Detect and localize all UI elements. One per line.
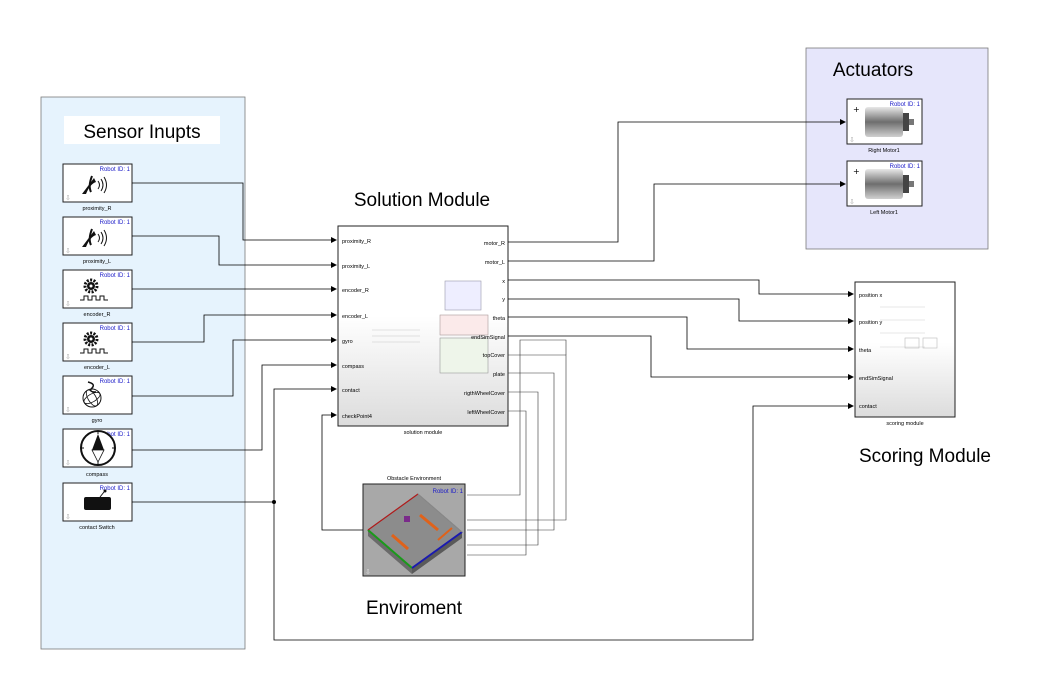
scoring-internal-preview <box>880 306 938 349</box>
scoring-module-block[interactable]: position x position y theta endSimSignal… <box>854 281 956 427</box>
port-arrow-icon: ⇩ <box>849 136 855 144</box>
robot-id-label: Robot ID: 1 <box>100 432 131 438</box>
encoder-gear-icon <box>80 331 108 354</box>
sensor-label: encoder_L <box>84 365 110 371</box>
robot-id-label: Robot ID: 1 <box>100 486 131 492</box>
solution-module-label: solution module <box>404 430 443 436</box>
sensor-block-contact-switch[interactable]: Robot ID: 1 ⇩ contact Switch <box>62 482 133 531</box>
input-port-label: position y <box>859 320 882 326</box>
solution-output-ports: motor_R motor_L x y theta endSimSignal t… <box>464 241 506 416</box>
actuators-area: Actuators <box>805 47 989 250</box>
motor-icon: + <box>853 167 914 199</box>
input-port-label: contact <box>859 404 877 410</box>
input-port-label: contact <box>342 388 360 394</box>
robot-id-label: Robot ID: 1 <box>100 220 131 226</box>
solution-internal-preview <box>372 280 489 374</box>
sensor-block-compass[interactable]: Robot ID: 1 ⇩ compass <box>62 428 133 478</box>
robot-id-label: Robot ID: 1 <box>100 379 131 385</box>
input-port-label: theta <box>859 348 872 354</box>
output-port-label: motor_R <box>484 241 505 247</box>
input-port-label: position x <box>859 293 882 299</box>
output-port-label: theta <box>493 316 506 322</box>
solution-module-block[interactable]: proximity_R proximity_L encoder_R encode… <box>337 225 509 436</box>
svg-text:+: + <box>853 105 860 114</box>
sensor-label: proximity_R <box>82 206 111 212</box>
sensor-area-title: Sensor Inupts <box>83 122 200 143</box>
port-arrow-icon: ⇩ <box>65 247 71 255</box>
signal-wires <box>132 119 854 641</box>
output-port-label: plate <box>493 372 505 378</box>
input-port-label: encoder_L <box>342 314 368 320</box>
output-port-label: x <box>502 279 505 285</box>
output-port-label: topCover <box>483 353 505 359</box>
encoder-gear-icon <box>80 278 108 301</box>
port-arrow-icon: ⇩ <box>65 353 71 361</box>
sensor-label: contact Switch <box>79 525 114 531</box>
proximity-sensor-icon <box>82 228 107 247</box>
sensor-block-proximity-r[interactable]: Robot ID: 1 ⇩ proximity_R <box>62 163 133 212</box>
port-arrow-icon: ⇩ <box>65 300 71 308</box>
robot-id-label: Robot ID: 1 <box>100 167 131 173</box>
input-port-label: proximity_R <box>342 239 371 245</box>
robot-id-label: Robot ID: 1 <box>100 273 131 279</box>
compass-icon <box>80 430 116 466</box>
sensor-label: proximity_L <box>83 259 111 265</box>
sensor-label: gyro <box>92 418 103 424</box>
sensor-block-encoder-l[interactable]: Robot ID: 1 ⇩ encoder_L <box>62 322 133 371</box>
input-port-label: endSimSignal <box>859 376 893 382</box>
motor-block-left[interactable]: Robot ID: 1 + ⇩ Left Motor1 <box>846 160 923 216</box>
port-arrow-icon: ⇩ <box>65 459 71 467</box>
input-port-label: compass <box>342 364 364 370</box>
arena-3d-icon <box>367 493 463 574</box>
input-port-label: proximity_L <box>342 264 370 270</box>
motor-label: Right Motor1 <box>868 148 900 154</box>
output-port-label: rigthWheelCover <box>464 391 505 397</box>
environment-title: Enviroment <box>366 598 463 619</box>
port-arrow-icon: ⇩ <box>65 513 71 521</box>
solution-input-ports: proximity_R proximity_L encoder_R encode… <box>342 239 372 420</box>
output-port-label: motor_L <box>485 260 505 266</box>
output-port-label: leftWheelCover <box>467 410 505 416</box>
sensor-block-gyro[interactable]: Robot ID: 1 ⇩ gyro <box>62 375 133 424</box>
output-port-label: y <box>502 297 505 303</box>
robot-id-label: Robot ID: 1 <box>890 164 921 170</box>
port-arrow-icon: ⇩ <box>849 198 855 206</box>
port-arrow-icon: ⇩ <box>65 194 71 202</box>
robot-id-label: Robot ID: 1 <box>433 489 464 495</box>
input-port-label: checkPoint4 <box>342 414 372 420</box>
environment-block-title: Obstacle Environment <box>387 476 442 482</box>
sensor-label: compass <box>86 472 108 478</box>
contact-switch-icon <box>84 489 111 510</box>
svg-text:+: + <box>853 167 860 176</box>
port-arrow-icon: ⇩ <box>65 406 71 414</box>
sensor-block-encoder-r[interactable]: Robot ID: 1 ⇩ encoder_R <box>62 269 133 318</box>
motor-label: Left Motor1 <box>870 210 898 216</box>
motor-block-right[interactable]: Robot ID: 1 + ⇩ Right Motor1 <box>846 98 923 154</box>
motor-icon: + <box>853 105 914 137</box>
actuators-area-title: Actuators <box>833 60 913 81</box>
port-arrow-icon: ⇩ <box>365 568 371 576</box>
solution-module-title: Solution Module <box>354 190 490 211</box>
robot-id-label: Robot ID: 1 <box>100 326 131 332</box>
gyroscope-icon <box>82 381 102 408</box>
obstacle-environment-block[interactable]: Obstacle Environment Robot ID: 1 ⇩ <box>362 476 466 577</box>
robot-id-label: Robot ID: 1 <box>890 102 921 108</box>
input-port-label: encoder_R <box>342 288 369 294</box>
scoring-module-title: Scoring Module <box>859 446 991 467</box>
output-port-label: endSimSignal <box>471 335 505 341</box>
sensor-label: encoder_R <box>84 312 111 318</box>
proximity-sensor-icon <box>82 175 107 194</box>
input-port-label: gyro <box>342 339 353 345</box>
scoring-module-label: scoring module <box>886 421 923 427</box>
